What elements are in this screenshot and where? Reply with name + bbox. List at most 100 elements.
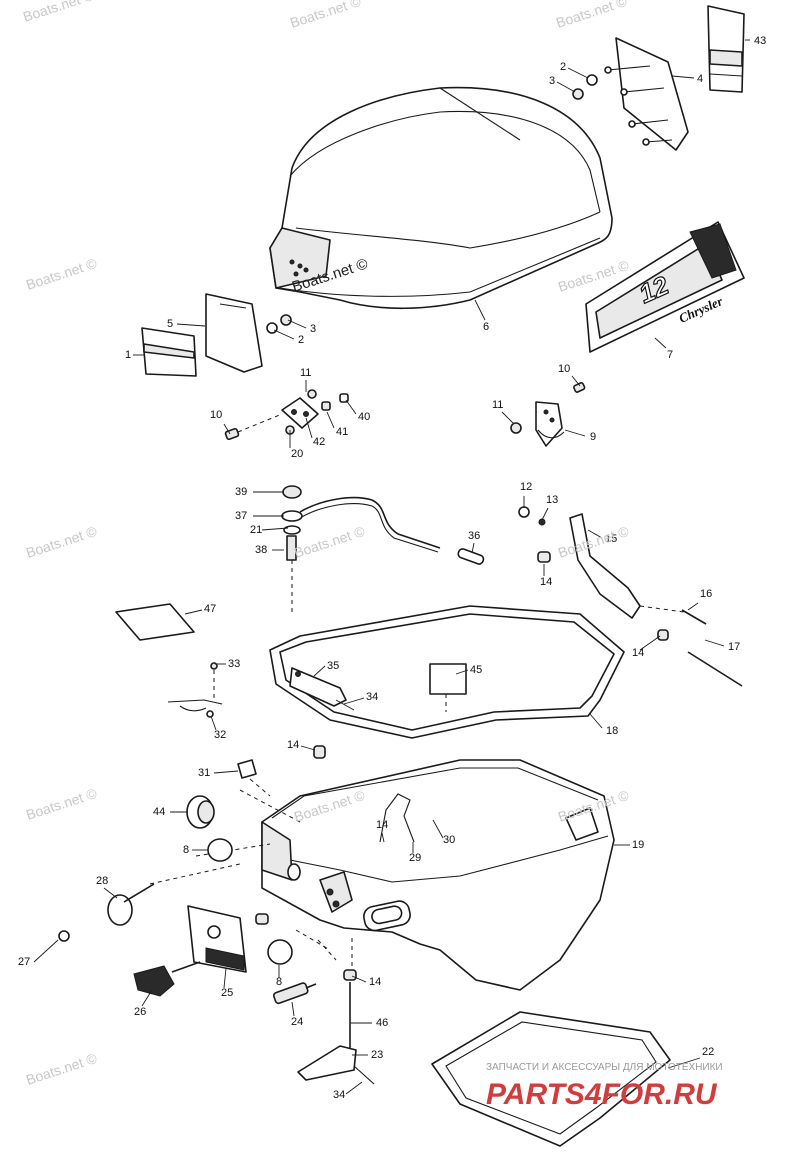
site-logo: ЗАПЧАСТИ И АКСЕССУАРЫ ДЛЯ МОТОТЕХНИКИ PA… <box>486 1062 723 1111</box>
callout-27: 27 <box>18 956 30 968</box>
callout-24: 24 <box>291 1016 303 1028</box>
callout-leader-10 <box>223 423 231 435</box>
callout-leader-42 <box>305 417 313 439</box>
callout-29: 29 <box>409 852 421 864</box>
watermark-text: Boats.net © <box>554 0 629 31</box>
callout-38: 38 <box>255 544 267 556</box>
callout-16: 16 <box>700 588 712 600</box>
callout-3: 3 <box>310 323 316 335</box>
callout-leader-14 <box>381 832 385 843</box>
latch-bracket-9 <box>510 382 586 447</box>
callout-19: 19 <box>632 839 644 851</box>
callout-leader-24 <box>291 1001 295 1017</box>
callout-leader-36 <box>471 542 475 554</box>
callout-26: 26 <box>134 1006 146 1018</box>
callout-23: 23 <box>371 1049 383 1061</box>
callout-12: 12 <box>520 481 532 493</box>
latch-lever-35 <box>289 667 355 711</box>
assembly-leader-lines <box>149 773 353 974</box>
watermark-text: Boats.net © <box>24 1050 99 1088</box>
callout-leader-4 <box>671 75 695 79</box>
callout-14: 14 <box>540 576 552 588</box>
callout-5: 5 <box>167 318 173 330</box>
latch-bracket-left <box>224 389 349 441</box>
callout-leader-7 <box>654 337 667 349</box>
decal-47 <box>115 603 195 641</box>
callout-leader-34 <box>343 697 365 705</box>
callout-42: 42 <box>313 436 325 448</box>
callout-6: 6 <box>483 321 489 333</box>
callout-17: 17 <box>728 641 740 653</box>
watermark-text: Boats.net © <box>24 255 99 293</box>
decal-plate-25 <box>187 905 269 973</box>
callout-9: 9 <box>590 431 596 443</box>
callout-leader-14 <box>639 635 661 651</box>
callout-3: 3 <box>549 75 555 87</box>
side-badge-7: 12 Chrysler <box>585 221 745 353</box>
callout-14: 14 <box>632 647 644 659</box>
callout-18: 18 <box>606 725 618 737</box>
callout-leader-2 <box>567 67 589 79</box>
callout-leader-3 <box>556 81 576 93</box>
callout-leader-34 <box>345 1081 363 1095</box>
callout-leader-5 <box>176 323 206 327</box>
callout-39: 39 <box>235 486 247 498</box>
callout-leader-27 <box>33 939 59 963</box>
callout-leader-28 <box>103 887 118 899</box>
callout-10: 10 <box>210 409 222 421</box>
callout-14: 14 <box>369 976 381 988</box>
shift-lever-23 <box>297 1045 375 1085</box>
callout-43: 43 <box>754 35 766 47</box>
callout-4: 4 <box>697 73 703 85</box>
decal-1 <box>141 327 197 377</box>
callout-11: 11 <box>492 399 503 411</box>
callout-2: 2 <box>560 61 566 73</box>
callout-leader-14 <box>351 975 367 983</box>
callout-32: 32 <box>214 729 226 741</box>
washer-2-left <box>266 322 278 334</box>
callout-21: 21 <box>250 524 262 536</box>
callout-47: 47 <box>204 603 216 615</box>
callout-7: 7 <box>667 349 673 361</box>
nut-3-top <box>572 88 584 100</box>
nut-14-mid <box>313 745 326 759</box>
callout-leader-14 <box>300 745 316 751</box>
starter-handle-26 <box>133 961 201 997</box>
callout-25: 25 <box>221 987 233 999</box>
callout-28: 28 <box>96 875 108 887</box>
callout-37: 37 <box>235 510 247 522</box>
callout-34: 34 <box>366 691 378 703</box>
callout-44: 44 <box>153 806 165 818</box>
watermark-text: Boats.net © <box>292 523 367 561</box>
callout-40: 40 <box>358 411 370 423</box>
callout-leader-22 <box>667 1057 701 1069</box>
callout-leader-47 <box>184 609 203 615</box>
callout-leader-17 <box>704 639 725 647</box>
callout-30: 30 <box>443 834 455 846</box>
lower-cowl <box>261 759 615 991</box>
callout-22: 22 <box>702 1046 714 1058</box>
callout-leader-16 <box>687 602 699 611</box>
seal-18 <box>269 605 625 739</box>
nut-14-lever <box>657 629 669 641</box>
callout-14: 14 <box>287 739 299 751</box>
callout-41: 41 <box>336 426 348 438</box>
clip-27 <box>58 930 70 942</box>
linkage-rod-assembly <box>281 485 441 616</box>
seal-22 <box>431 1011 671 1147</box>
lever-15 <box>518 506 685 619</box>
callout-leader-2 <box>273 329 295 340</box>
callout-14: 14 <box>376 819 388 831</box>
callout-leader-13 <box>541 507 549 521</box>
watermark-text: Boats.net © <box>556 523 631 561</box>
callout-45: 45 <box>470 664 482 676</box>
watermark-text: Boats.net © <box>24 785 99 823</box>
logo-name: PARTS4FOR.RU <box>486 1078 718 1111</box>
bracket-plate-5 <box>205 293 263 373</box>
nut-3-left <box>280 314 292 326</box>
logo-tagline: ЗАПЧАСТИ И АКСЕССУАРЫ ДЛЯ МОТОТЕХНИКИ <box>486 1062 723 1073</box>
pin-16 <box>681 609 707 625</box>
callout-13: 13 <box>546 494 558 506</box>
callout-leader-35 <box>313 665 326 677</box>
